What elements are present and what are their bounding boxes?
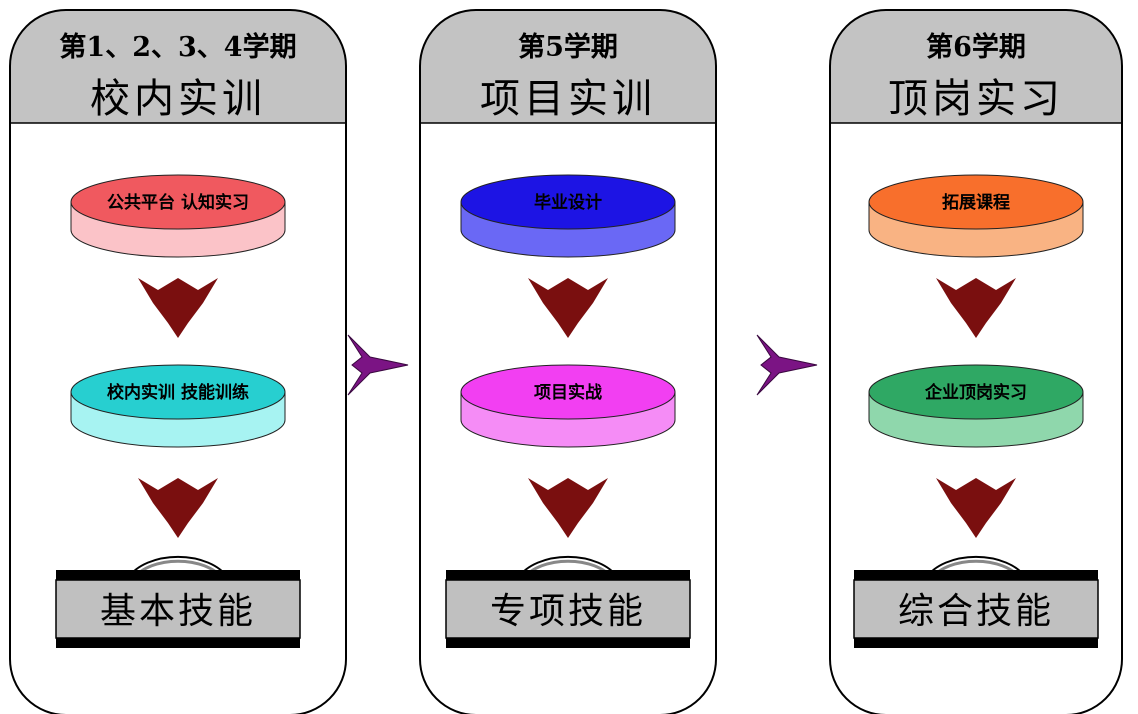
skill-bottom-bar	[446, 638, 690, 648]
flow-arrow-icon	[347, 334, 409, 396]
phase-title: 顶岗实习	[888, 76, 1064, 122]
down-arrow-icon	[528, 278, 608, 338]
disc-top	[868, 174, 1084, 230]
skill-platform: 专项技能	[445, 555, 691, 648]
skill-bottom-bar	[854, 638, 1098, 648]
flow-arrow-icon	[756, 334, 818, 396]
stage-disc: 项目实战	[460, 364, 676, 448]
skill-bottom-bar	[56, 638, 300, 648]
skill-top-bar	[446, 570, 690, 580]
stage-label: 项目实战	[534, 382, 602, 403]
disc-top	[460, 364, 676, 420]
skill-top-bar	[56, 570, 300, 580]
semester-label: 第6学期	[926, 31, 1026, 63]
skill-box	[853, 579, 1099, 639]
down-arrow-icon	[138, 278, 218, 338]
skill-label: 基本技能	[100, 591, 256, 632]
stage-label: 公共平台 认知实习	[107, 192, 249, 213]
column-header	[420, 10, 716, 123]
stage-label: 拓展课程	[942, 193, 1010, 213]
stage-disc: 毕业设计	[460, 174, 676, 258]
disc-top	[70, 174, 286, 230]
down-arrow-icon	[138, 478, 218, 538]
skill-platform: 综合技能	[853, 555, 1099, 648]
semester-label: 第1、2、3、4学期	[59, 31, 296, 63]
skill-box	[445, 579, 691, 639]
column-outline	[829, 9, 1123, 714]
column-header	[830, 10, 1122, 123]
semester-label: 第5学期	[518, 31, 618, 63]
stage-label: 企业顶岗实习	[924, 382, 1027, 403]
stage-disc: 校内实训 技能训练	[70, 364, 286, 448]
skill-label: 专项技能	[490, 591, 646, 632]
stage-disc: 拓展课程	[868, 174, 1084, 258]
stage-disc: 企业顶岗实习	[868, 364, 1084, 448]
stage-disc: 公共平台 认知实习	[70, 174, 286, 258]
column-outline	[419, 9, 717, 714]
disc-top	[460, 174, 676, 230]
skill-platform: 基本技能	[55, 555, 301, 648]
skill-box	[55, 579, 301, 639]
column-header	[10, 10, 346, 123]
column-outline	[9, 9, 347, 714]
down-arrow-icon	[936, 478, 1016, 538]
phase-title: 校内实训	[90, 76, 266, 122]
down-arrow-icon	[528, 478, 608, 538]
stage-label: 毕业设计	[534, 192, 602, 213]
stage-label: 校内实训 技能训练	[107, 382, 249, 403]
down-arrow-icon	[936, 278, 1016, 338]
disc-top	[868, 364, 1084, 420]
skill-top-bar	[854, 570, 1098, 580]
disc-top	[70, 364, 286, 420]
phase-title: 项目实训	[480, 76, 656, 122]
skill-label: 综合技能	[898, 591, 1054, 632]
